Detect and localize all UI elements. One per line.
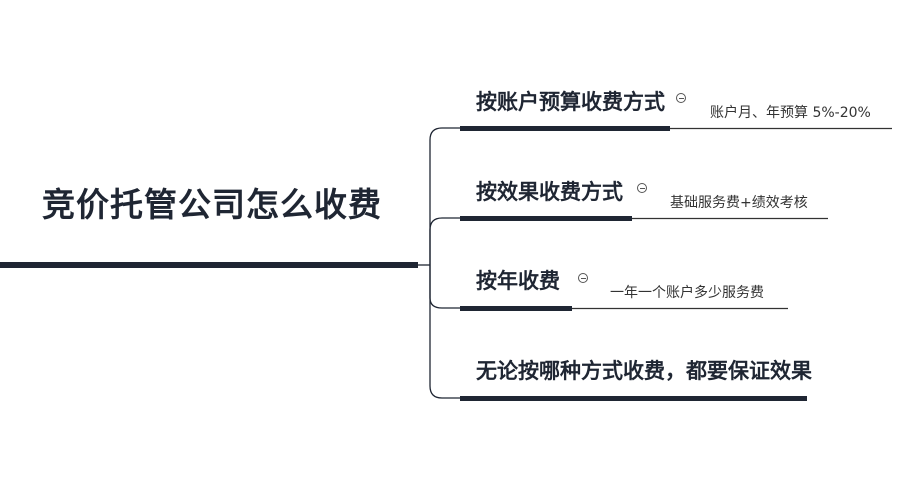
branch-underline-3 bbox=[460, 306, 572, 311]
branch-topic-budget[interactable]: 按账户预算收费方式 bbox=[476, 90, 665, 114]
branch-topic-performance[interactable]: 按效果收费方式 bbox=[476, 180, 623, 204]
branch-topic-yearly[interactable]: 按年收费 bbox=[476, 269, 560, 293]
branch-topic-guarantee[interactable]: 无论按哪种方式收费，都要保证效果 bbox=[476, 359, 812, 383]
branch-note-performance: 基础服务费+绩效考核 bbox=[670, 195, 808, 211]
collapse-icon[interactable] bbox=[578, 273, 588, 283]
branch-connector-2 bbox=[429, 217, 460, 265]
collapse-icon[interactable] bbox=[676, 93, 686, 103]
branch-connector-4 bbox=[429, 265, 460, 399]
branch-note-yearly: 一年一个账户多少服务费 bbox=[610, 285, 764, 301]
branch-connector-1 bbox=[429, 127, 460, 265]
collapse-icon[interactable] bbox=[637, 183, 647, 193]
root-underline bbox=[0, 262, 418, 268]
root-topic[interactable]: 竞价托管公司怎么收费 bbox=[42, 185, 382, 224]
branch-underline-1 bbox=[460, 126, 670, 131]
branch-underline-2 bbox=[460, 216, 632, 221]
branch-underline-4 bbox=[460, 396, 807, 401]
branch-note-budget: 账户月、年预算 5%-20% bbox=[710, 105, 871, 121]
branch-connector-3 bbox=[429, 265, 460, 309]
